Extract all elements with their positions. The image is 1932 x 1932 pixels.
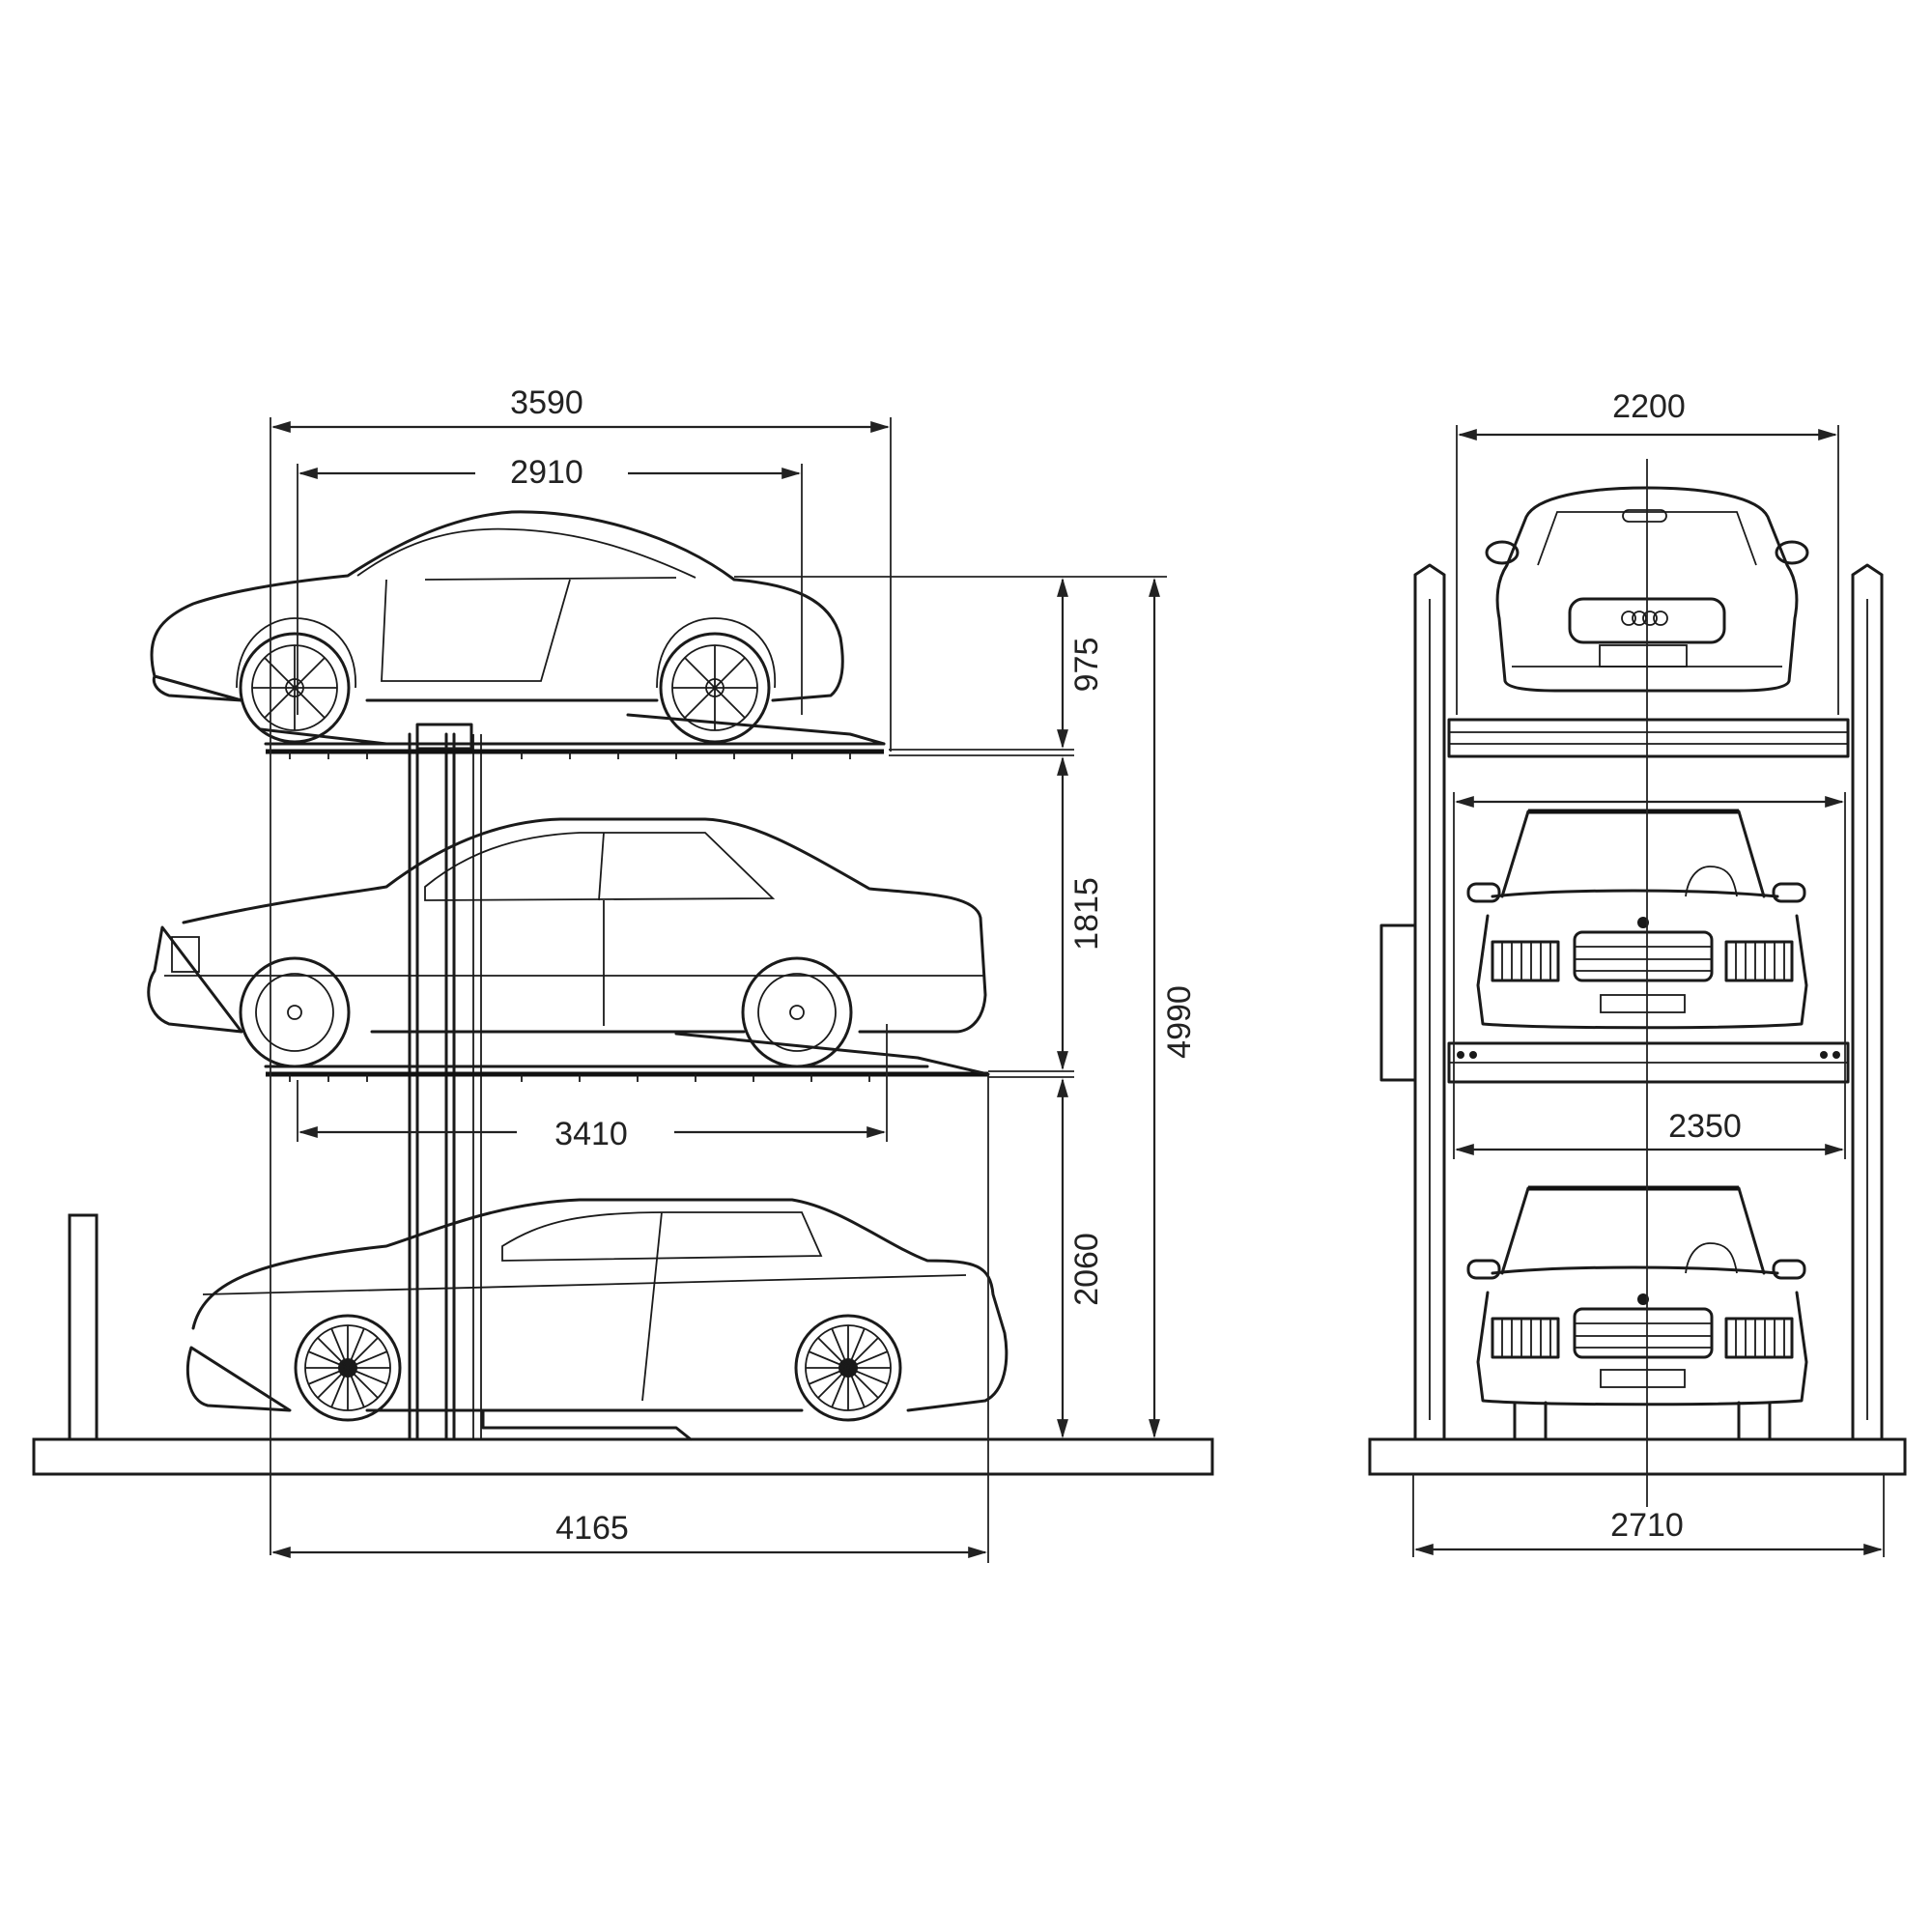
middle-platform-front [1447, 1041, 1850, 1084]
dim-4990: 4990 [1161, 985, 1198, 1059]
side-view: 3590 2910 3410 4165 975 1815 2060 4990 [32, 384, 1214, 1563]
dim-1815: 1815 [1068, 877, 1105, 951]
side-dimension-lines [271, 421, 1160, 1558]
bottom-sedan-front [1466, 1185, 1808, 1441]
wall-post [68, 1213, 99, 1441]
front-extension-lines [1412, 425, 1885, 1557]
bottom-sedan-side [185, 1198, 1009, 1441]
dim-4165: 4165 [555, 1510, 629, 1547]
dim-3590: 3590 [510, 384, 583, 421]
front-view: 2200 2350 2710 [1368, 388, 1907, 1557]
lift-column-side [408, 723, 482, 1441]
ground-slab-side [32, 1437, 1214, 1476]
side-extension-lines [270, 417, 1167, 1563]
top-platform-side [259, 713, 886, 759]
dim-2350: 2350 [1668, 1108, 1742, 1145]
middle-sedan-front [1466, 809, 1808, 1030]
ground-slab-front [1368, 1437, 1907, 1476]
dim-2060: 2060 [1068, 1233, 1105, 1306]
dim-2200: 2200 [1612, 388, 1686, 425]
left-column-front [1413, 563, 1446, 1441]
dim-3410: 3410 [554, 1116, 628, 1152]
dim-975: 975 [1068, 638, 1105, 693]
front-dimension-lines [1414, 429, 1883, 1555]
dim-2910: 2910 [510, 454, 583, 491]
middle-sedan-side [147, 817, 987, 1068]
top-platform-front [1447, 718, 1850, 758]
dim-2710: 2710 [1610, 1507, 1684, 1544]
right-column-front [1851, 563, 1884, 1441]
top-coupe-side [150, 510, 844, 744]
middle-platform-side [264, 1032, 990, 1082]
control-box [1379, 923, 1417, 1082]
